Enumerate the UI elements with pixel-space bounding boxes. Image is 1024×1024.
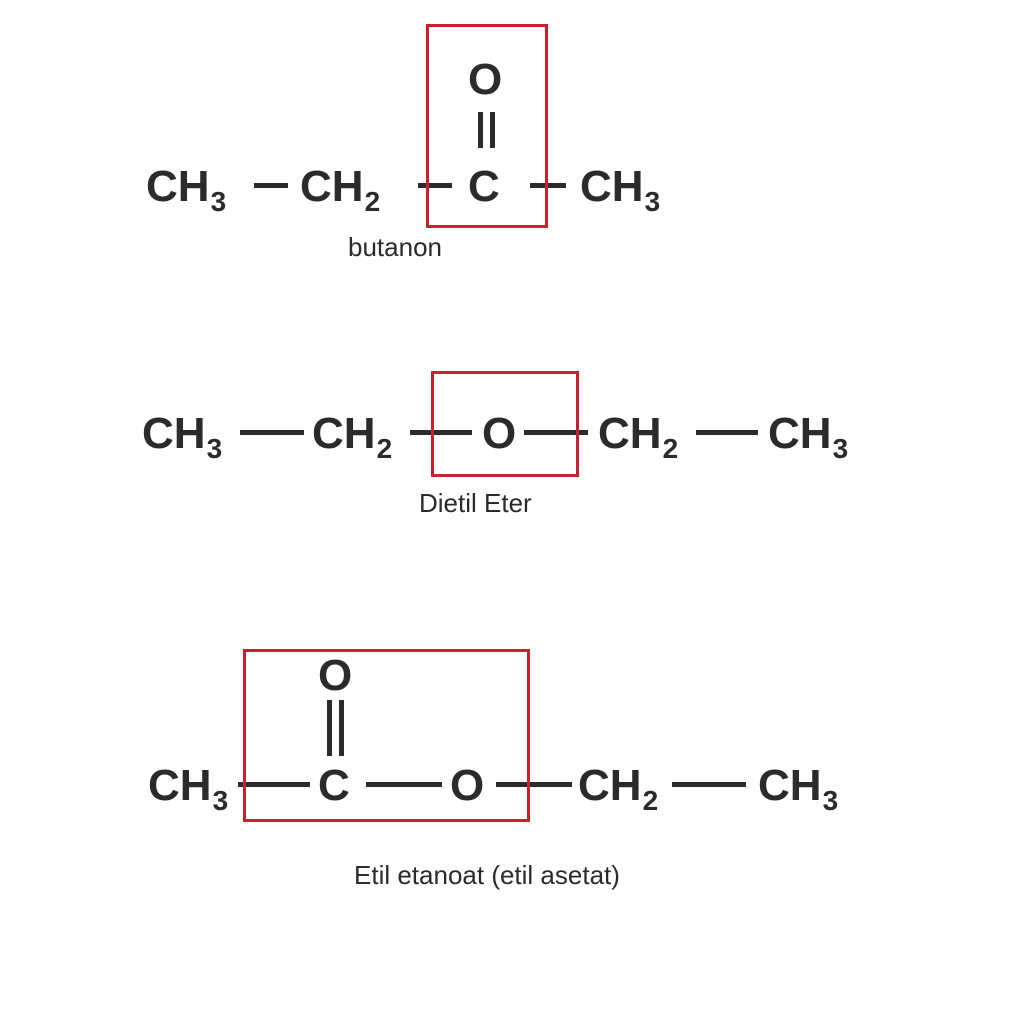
atom-subscript: 2 — [364, 186, 381, 217]
single-bond — [524, 430, 588, 435]
atom-label: C — [468, 162, 500, 211]
atom-ch2: CH2 — [578, 761, 658, 815]
atom-ch3-right: CH3 — [758, 761, 838, 815]
atom-carbonyl-carbon: C — [468, 165, 500, 209]
double-bond-line — [327, 700, 332, 756]
molecule-caption: Etil etanoat (etil asetat) — [354, 860, 620, 890]
atom-subscript: 3 — [210, 186, 227, 217]
atom-label: CH — [300, 162, 364, 211]
atom-ester-oxygen: O — [450, 764, 484, 808]
atom-label: CH — [142, 409, 206, 458]
atom-label: O — [318, 651, 353, 700]
ether-highlight-box — [431, 371, 579, 477]
carbonyl-highlight-box — [426, 24, 548, 228]
single-bond — [238, 782, 310, 787]
single-bond — [496, 782, 572, 787]
atom-label: O — [482, 409, 517, 458]
atom-ch2-right: CH2 — [598, 409, 678, 463]
single-bond — [410, 430, 472, 435]
single-bond — [366, 782, 442, 787]
atom-ch2: CH2 — [300, 162, 380, 216]
atom-subscript: 3 — [206, 433, 223, 464]
single-bond — [530, 183, 566, 188]
atom-label: CH — [148, 761, 212, 810]
atom-ch3-right: CH3 — [580, 162, 660, 216]
molecule-caption: Dietil Eter — [419, 488, 532, 518]
double-bond-line — [490, 112, 495, 148]
atom-subscript: 2 — [376, 433, 393, 464]
single-bond — [672, 782, 746, 787]
atom-ether-oxygen: O — [482, 412, 516, 456]
atom-carbonyl-oxygen: O — [468, 58, 502, 102]
atom-carbonyl-carbon: C — [318, 764, 350, 808]
double-bond-line — [478, 112, 483, 148]
atom-subscript: 3 — [832, 433, 849, 464]
atom-label: C — [318, 761, 350, 810]
atom-label: O — [468, 55, 503, 104]
single-bond — [240, 430, 304, 435]
double-bond-line — [339, 700, 344, 756]
atom-subscript: 3 — [644, 186, 661, 217]
atom-label: CH — [580, 162, 644, 211]
atom-subscript: 2 — [662, 433, 679, 464]
atom-subscript: 3 — [822, 785, 839, 816]
single-bond — [254, 183, 288, 188]
atom-label: CH — [312, 409, 376, 458]
atom-carbonyl-oxygen: O — [318, 654, 352, 698]
atom-label: CH — [578, 761, 642, 810]
atom-ch3-left: CH3 — [142, 409, 222, 463]
atom-ch3-right: CH3 — [768, 409, 848, 463]
atom-subscript: 3 — [212, 785, 229, 816]
molecule-caption: butanon — [348, 232, 442, 262]
single-bond — [418, 183, 452, 188]
atom-ch2-left: CH2 — [312, 409, 392, 463]
atom-label: CH — [598, 409, 662, 458]
atom-ch3-left: CH3 — [146, 162, 226, 216]
ester-highlight-box — [243, 649, 530, 822]
single-bond — [696, 430, 758, 435]
atom-label: O — [450, 761, 485, 810]
atom-label: CH — [758, 761, 822, 810]
atom-subscript: 2 — [642, 785, 659, 816]
atom-label: CH — [146, 162, 210, 211]
atom-ch3-left: CH3 — [148, 761, 228, 815]
atom-label: CH — [768, 409, 832, 458]
